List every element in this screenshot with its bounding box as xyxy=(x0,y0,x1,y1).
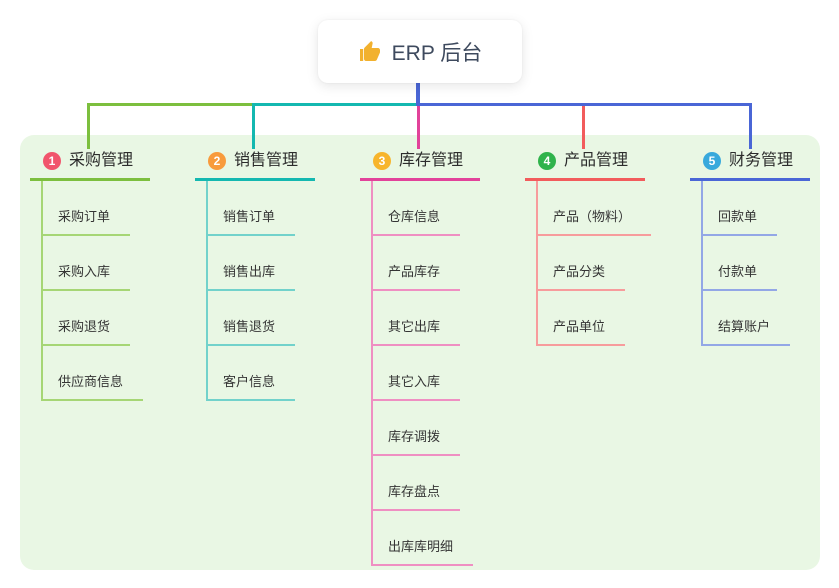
branch-number-badge: 1 xyxy=(43,151,61,170)
branch-children-purchase: 采购订单采购入库采购退货供应商信息 xyxy=(41,181,144,401)
branch-header-finance[interactable]: 5 财务管理 xyxy=(690,150,810,181)
branch-title: 财务管理 xyxy=(729,152,794,169)
mindmap-child-node[interactable]: 库存盘点 xyxy=(373,456,461,511)
branch-purchase: 1 采购管理 采购订单采购入库采购退货供应商信息 xyxy=(30,150,150,401)
mindmap-child-node[interactable]: 回款单 xyxy=(703,181,778,236)
mindmap-child-node[interactable]: 产品分类 xyxy=(538,236,626,291)
branch-number-badge: 3 xyxy=(373,151,391,170)
branch-children-finance: 回款单付款单结算账户 xyxy=(701,181,791,346)
mindmap-board xyxy=(20,135,820,570)
branch-header-purchase[interactable]: 1 采购管理 xyxy=(30,150,150,181)
branch-header-product[interactable]: 4 产品管理 xyxy=(525,150,645,181)
root-node[interactable]: ERP 后台 xyxy=(318,20,522,83)
connector-drop-purchase xyxy=(87,103,90,149)
thumbs-up-icon xyxy=(358,40,382,64)
mindmap-child-node[interactable]: 出库库明细 xyxy=(373,511,474,566)
branch-children-inventory: 仓库信息产品库存其它出库其它入库库存调拨库存盘点出库库明细 xyxy=(371,181,474,566)
mindmap-child-node[interactable]: 产品库存 xyxy=(373,236,461,291)
branch-number-badge: 4 xyxy=(538,151,556,170)
connector-root-drop xyxy=(416,82,420,106)
mindmap-child-node[interactable]: 供应商信息 xyxy=(43,346,144,401)
mindmap-child-node[interactable]: 采购入库 xyxy=(43,236,131,291)
mindmap-child-node[interactable]: 采购退货 xyxy=(43,291,131,346)
branch-product: 4 产品管理 产品（物料）产品分类产品单位 xyxy=(525,150,652,346)
mindmap-child-node[interactable]: 产品单位 xyxy=(538,291,626,346)
mindmap-child-node[interactable]: 采购订单 xyxy=(43,181,131,236)
branch-children-product: 产品（物料）产品分类产品单位 xyxy=(536,181,652,346)
mindmap-child-node[interactable]: 销售订单 xyxy=(208,181,296,236)
mindmap-child-node[interactable]: 付款单 xyxy=(703,236,778,291)
mindmap-child-node[interactable]: 销售出库 xyxy=(208,236,296,291)
connector-bus-center xyxy=(254,103,416,106)
branch-title: 库存管理 xyxy=(399,152,464,169)
connector-drop-sales xyxy=(252,103,255,149)
connector-drop-product xyxy=(582,106,585,149)
root-label: ERP 后台 xyxy=(391,41,483,65)
branch-number-badge: 2 xyxy=(208,151,226,170)
mindmap-child-node[interactable]: 其它出库 xyxy=(373,291,461,346)
branch-number-badge: 5 xyxy=(703,151,721,170)
mindmap-child-node[interactable]: 销售退货 xyxy=(208,291,296,346)
mindmap-child-node[interactable]: 产品（物料） xyxy=(538,181,652,236)
branch-header-inventory[interactable]: 3 库存管理 xyxy=(360,150,480,181)
connector-bus-left xyxy=(87,103,254,106)
branch-title: 产品管理 xyxy=(564,152,629,169)
mindmap-child-node[interactable]: 结算账户 xyxy=(703,291,791,346)
connector-drop-inventory xyxy=(417,106,420,149)
branch-title: 采购管理 xyxy=(69,152,134,169)
branch-inventory: 3 库存管理 仓库信息产品库存其它出库其它入库库存调拨库存盘点出库库明细 xyxy=(360,150,480,566)
mindmap-child-node[interactable]: 客户信息 xyxy=(208,346,296,401)
branch-sales: 2 销售管理 销售订单销售出库销售退货客户信息 xyxy=(195,150,315,401)
mindmap-child-node[interactable]: 库存调拨 xyxy=(373,401,461,456)
connector-bus-right xyxy=(416,103,752,106)
mindmap-child-node[interactable]: 其它入库 xyxy=(373,346,461,401)
mindmap-child-node[interactable]: 仓库信息 xyxy=(373,181,461,236)
connector-drop-finance xyxy=(749,103,752,149)
branch-header-sales[interactable]: 2 销售管理 xyxy=(195,150,315,181)
branch-title: 销售管理 xyxy=(234,152,299,169)
branch-finance: 5 财务管理 回款单付款单结算账户 xyxy=(690,150,810,346)
branch-children-sales: 销售订单销售出库销售退货客户信息 xyxy=(206,181,296,401)
